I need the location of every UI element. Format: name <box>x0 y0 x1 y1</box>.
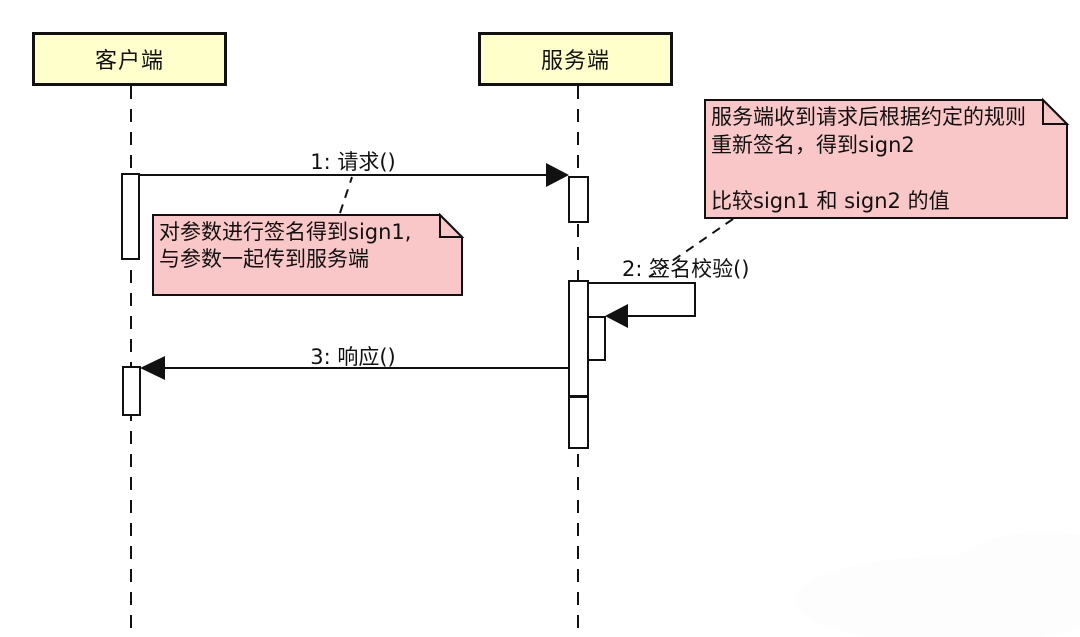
note-server-shape <box>704 97 1070 219</box>
activation-bar-client-1 <box>121 173 140 260</box>
message-1-arrow <box>139 163 569 187</box>
actor-box-server: 服务端 <box>478 32 673 86</box>
note-connector-server <box>648 218 734 278</box>
note-fold-icon <box>439 212 465 238</box>
message-1-label: 1: 请求() <box>310 150 396 174</box>
activation-bar-server-nested <box>587 316 606 361</box>
actor-label-client: 客户端 <box>94 49 164 74</box>
note-client-text: 对参数进行签名得到sign1, 与参数一起传到服务端 <box>159 220 412 271</box>
message-2-label: 2: 签名校验() <box>622 257 750 281</box>
message-2-self-arrow <box>588 282 696 328</box>
activation-bar-server-2 <box>568 280 589 397</box>
note-server-text: 服务端收到请求后根据约定的规则 重新签名，得到sign2 比较sign1 和 s… <box>711 105 1026 213</box>
arrowhead-left-icon <box>605 304 628 328</box>
note-client-shape <box>152 212 465 296</box>
actor-label-server: 服务端 <box>540 49 610 74</box>
actor-box-client: 客户端 <box>32 32 227 86</box>
note-connector-client <box>339 176 353 214</box>
arrowhead-left-icon <box>140 356 165 380</box>
watermark-smudge <box>795 532 1080 637</box>
activation-bar-client-2 <box>122 366 141 416</box>
message-3-label: 3: 响应() <box>310 345 396 369</box>
message-3-arrow <box>140 356 569 380</box>
arrowhead-right-icon <box>546 163 569 187</box>
activation-bar-server-1 <box>568 176 589 223</box>
note-fold-icon <box>1042 97 1070 125</box>
activation-bar-server-3 <box>568 396 589 449</box>
